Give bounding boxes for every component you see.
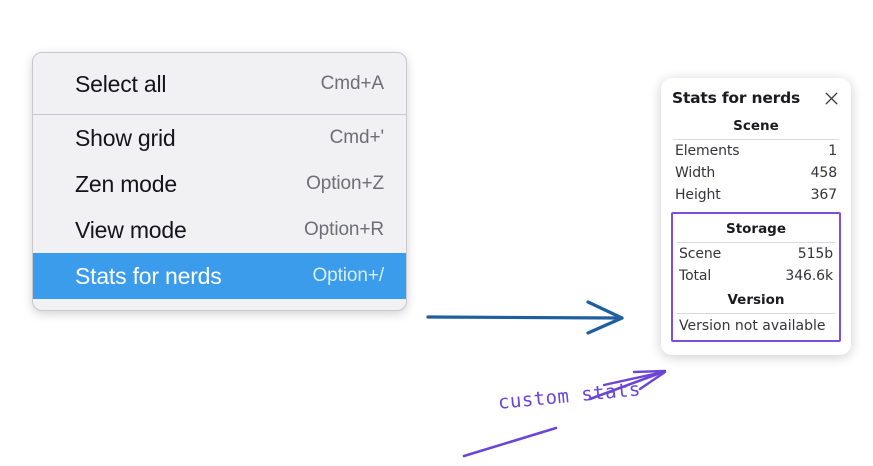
stats-for-nerds-panel: Stats for nerds Scene Elements 1 Width 4…	[661, 78, 851, 355]
stat-row: Width 458	[671, 162, 841, 184]
stat-key: Width	[675, 165, 716, 181]
menu-item-stats-for-nerds[interactable]: Stats for nerds Option+/	[33, 253, 406, 299]
stat-row: Height 367	[671, 184, 841, 206]
panel-title: Stats for nerds	[672, 89, 801, 107]
stat-row: Total 346.6k	[675, 265, 837, 287]
blue-arrow-annotation	[426, 300, 624, 335]
custom-stats-highlight-box: Storage Scene 515b Total 346.6k Version …	[671, 212, 841, 342]
stat-value: 515b	[797, 246, 833, 262]
divider	[677, 242, 835, 243]
menu-bottom-padding	[33, 299, 406, 310]
stat-key: Height	[675, 187, 721, 203]
section-title-scene: Scene	[733, 118, 779, 134]
menu-item-label: View mode	[75, 216, 187, 243]
menu-item-label: Zen mode	[75, 170, 177, 197]
stat-value: 367	[810, 187, 838, 203]
menu-item-shortcut: Option+R	[304, 219, 384, 240]
stat-row: Elements 1	[671, 140, 841, 162]
menu-item-view-mode[interactable]: View mode Option+R	[33, 207, 406, 253]
divider	[677, 313, 835, 314]
annotation-label-custom-stats: custom stats	[497, 378, 642, 414]
stat-value: 458	[810, 165, 838, 181]
section-title-version: Version	[727, 292, 785, 308]
close-icon[interactable]	[823, 90, 840, 107]
section-title-storage: Storage	[725, 221, 787, 237]
menu-item-shortcut: Cmd+A	[320, 73, 384, 94]
menu-item-shortcut: Option+/	[312, 265, 384, 286]
stats-panel-header: Stats for nerds	[671, 87, 841, 113]
menu-item-label: Stats for nerds	[75, 262, 222, 289]
menu-item-shortcut: Cmd+'	[329, 127, 384, 148]
menu-item-zen-mode[interactable]: Zen mode Option+Z	[33, 161, 406, 207]
stat-value: 1	[828, 143, 837, 159]
menu-item-shortcut: Option+Z	[306, 173, 384, 194]
menu-group-1: Select all Cmd+A	[33, 61, 406, 107]
stat-key: Total	[679, 268, 712, 284]
stat-value: 346.6k	[785, 268, 833, 284]
menu-item-label: Select all	[75, 70, 167, 97]
menu-separator	[33, 114, 406, 115]
menu-top-padding	[33, 53, 406, 61]
context-menu[interactable]: Select all Cmd+A Show grid Cmd+' Zen mod…	[32, 52, 407, 311]
stat-key: Scene	[679, 246, 722, 262]
menu-item-show-grid[interactable]: Show grid Cmd+'	[33, 115, 406, 161]
menu-item-label: Show grid	[75, 124, 176, 151]
stat-row: Scene 515b	[675, 243, 837, 265]
purple-tail-stroke-annotation	[462, 426, 558, 458]
stat-key: Elements	[675, 143, 740, 159]
version-note: Version not available	[679, 318, 826, 334]
menu-item-select-all[interactable]: Select all Cmd+A	[33, 61, 406, 107]
divider	[673, 139, 839, 140]
purple-arrow-annotation	[588, 369, 667, 401]
menu-group-2: Show grid Cmd+' Zen mode Option+Z View m…	[33, 115, 406, 299]
